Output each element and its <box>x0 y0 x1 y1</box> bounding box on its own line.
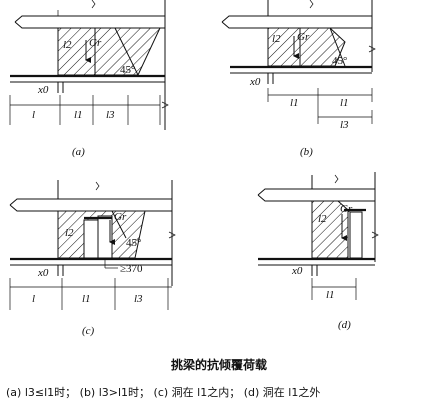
label-l2-b: l2 <box>272 33 281 45</box>
wall-opening-d <box>349 211 363 259</box>
label-l2-c: l2 <box>65 227 74 239</box>
caption-item-a: (a) l3≤l1时； <box>6 386 77 399</box>
dim-l3-c: l3 <box>134 293 143 305</box>
label-x0-c: x0 <box>37 267 49 279</box>
subfigure-c: l2 Gr 45° ≥370 x0 l l1 l3 (c) <box>9 180 176 337</box>
dim-l1b-b: l1 <box>340 97 349 109</box>
label-l2-a: l2 <box>63 39 72 51</box>
label-gr-a: Gr <box>89 37 102 49</box>
label-x0-d: x0 <box>291 265 303 277</box>
caption-item-c: (c) 洞在 l1之内； <box>153 386 241 399</box>
label-angle-c: 45° <box>126 237 141 249</box>
dim-l-c: l <box>32 293 35 305</box>
wall-opening-c <box>83 219 99 259</box>
label-gr-d: Gr <box>340 203 353 215</box>
label-gr-b: Gr <box>297 31 310 43</box>
dim-l-a: l <box>32 109 35 121</box>
subfigure-d: l2 Gr x0 l1 (d) <box>257 172 379 331</box>
label-x0-a: x0 <box>37 84 49 96</box>
caption-item-d: (d) 洞在 l1之外 <box>243 386 321 399</box>
label-x0-b: x0 <box>249 76 261 88</box>
label-min-370: ≥370 <box>120 263 143 275</box>
subfigure-label-d: (d) <box>338 319 351 331</box>
figure-caption-items: (a) l3≤l1时； (b) l3>l1时； (c) 洞在 l1之内； (d)… <box>6 384 320 400</box>
dim-l1-d: l1 <box>326 289 335 301</box>
label-l2-d: l2 <box>318 213 327 225</box>
subfigure-label-a: (a) <box>72 146 85 158</box>
subfigure-a: l2 Gr 45° x0 l l1 l3 (a) <box>9 0 169 158</box>
dim-l3-a: l3 <box>106 109 115 121</box>
subfigure-label-b: (b) <box>300 146 313 158</box>
figure-caption-title: 挑梁的抗倾覆荷载 <box>170 358 267 372</box>
dim-l1-c: l1 <box>82 293 91 305</box>
load-wedge-a <box>57 27 161 76</box>
label-gr-c: Gr <box>114 211 127 223</box>
dim-l1-b: l1 <box>290 97 299 109</box>
load-wedge-d <box>311 200 349 259</box>
caption-item-b: (b) l3>l1时； <box>79 386 151 399</box>
subfigure-label-c: (c) <box>82 325 95 337</box>
dim-l3-b: l3 <box>340 119 349 131</box>
label-angle-b: 45° <box>332 55 347 67</box>
subfigure-b: l2 Gr 45° x0 l1 l1 l3 (b) <box>221 0 376 158</box>
label-angle-a: 45° <box>120 64 135 76</box>
dim-l1-a: l1 <box>74 109 83 121</box>
